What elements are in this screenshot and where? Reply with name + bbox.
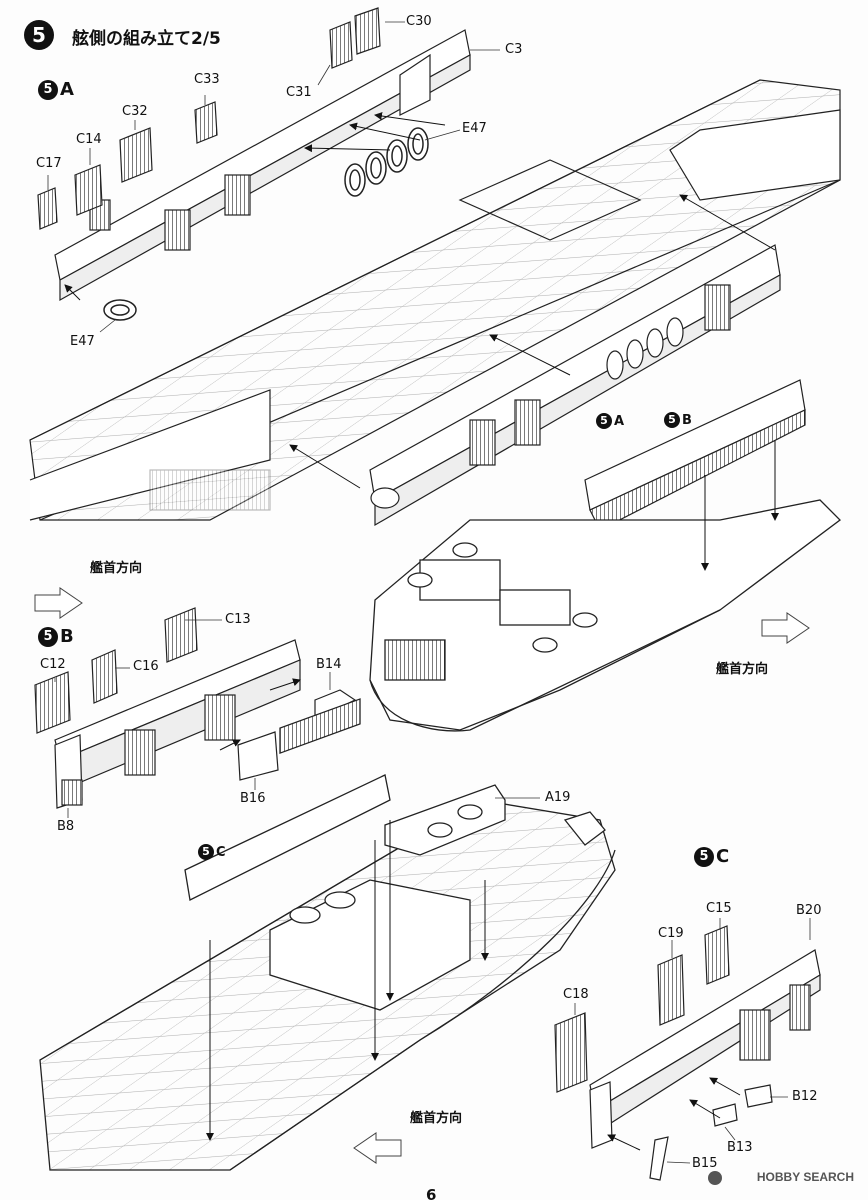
part-label-b15: B15 [692, 1156, 718, 1171]
substep-digit: 5 [38, 79, 58, 100]
step-title: 舷側の組み立て2/5 [72, 29, 221, 49]
part-label-c15: C15 [706, 901, 732, 916]
substep-letter: B [682, 412, 692, 428]
substep-5a-marker: 5 A [38, 79, 74, 100]
part-label-b13: B13 [727, 1140, 753, 1155]
bow-direction-label-right: 艦首方向 [716, 662, 769, 677]
bow-hull-bottom [39, 698, 616, 1171]
bow-direction-arrows [34, 587, 810, 1164]
substep-letter: A [614, 413, 625, 429]
step-number: 5 [32, 23, 46, 47]
substep-letter: A [60, 79, 74, 100]
part-label-e47-left: E47 [70, 334, 95, 349]
part-label-b14: B14 [316, 657, 342, 672]
substep-digit: 5 [38, 626, 58, 647]
part-label-c30: C30 [406, 14, 432, 29]
part-label-c18: C18 [563, 987, 589, 1002]
part-label-c31: C31 [286, 85, 312, 100]
side-panel-5a-top [54, 29, 471, 302]
substep-5b-inline: 5 B [664, 412, 692, 428]
assembly-arrows [64, 112, 779, 1151]
part-label-b8: B8 [57, 819, 75, 834]
vent-parts-5b [34, 607, 198, 734]
substep-digit: 5 [596, 413, 612, 429]
bow-direction-label-bottom: 艦首方向 [410, 1111, 463, 1126]
side-panel-5b-mid [584, 379, 806, 531]
upper-deck [29, 79, 841, 521]
substep-letter: C [716, 846, 730, 867]
part-label-c17: C17 [36, 156, 62, 171]
part-label-b20: B20 [796, 903, 822, 918]
side-panel-5b-left [54, 639, 301, 809]
substep-letter: B [60, 626, 74, 647]
side-panel-5c [589, 949, 821, 1149]
part-label-b12: B12 [792, 1089, 818, 1104]
part-label-b16: B16 [240, 791, 266, 806]
vent-parts-top [37, 7, 381, 230]
part-label-c12: C12 [40, 657, 66, 672]
hobby-search-logo-icon [708, 1171, 722, 1185]
part-label-c16: C16 [133, 659, 159, 674]
watermark: HOBBY SEARCH [756, 1170, 854, 1184]
part-label-c19: C19 [658, 926, 684, 941]
substep-digit: 5 [664, 412, 680, 428]
porthole-group-top [103, 127, 429, 321]
part-label-c33: C33 [194, 72, 220, 87]
substep-5c-marker: 5 C [694, 846, 729, 867]
part-label-e47-top: E47 [462, 121, 487, 136]
substep-5c-inline: 5 C [198, 844, 226, 860]
part-label-c3: C3 [505, 42, 523, 57]
bow-hull-mid [369, 499, 841, 732]
step-number-badge: 5 [24, 20, 54, 50]
page-number: 6 [426, 1186, 437, 1204]
substep-5a-inline: 5 A [596, 413, 624, 429]
part-label-c32: C32 [122, 104, 148, 119]
substep-digit: 5 [198, 844, 214, 860]
leader-lines [47, 21, 811, 1164]
part-label-c14: C14 [76, 132, 102, 147]
substep-digit: 5 [694, 846, 714, 867]
substep-letter: C [216, 844, 226, 860]
part-label-a19: A19 [545, 790, 571, 805]
small-fittings-5c [649, 1084, 773, 1181]
bow-direction-label-left: 艦首方向 [90, 561, 143, 576]
side-panel-5a-mid [369, 244, 781, 527]
vent-parts-5c [554, 925, 730, 1093]
substep-5b-marker: 5 B [38, 626, 74, 647]
part-label-c13: C13 [225, 612, 251, 627]
